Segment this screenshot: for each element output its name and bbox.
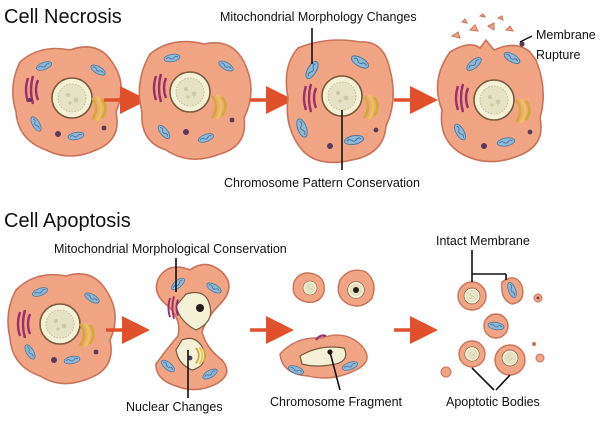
label-intact-membrane: Intact Membrane <box>436 234 530 248</box>
apoptosis-cell-3 <box>279 269 375 379</box>
label-chromosome-conservation: Chromosome Pattern Conservation <box>224 176 420 190</box>
label-apoptotic-bodies: Apoptotic Bodies <box>446 395 540 409</box>
label-chromosome-fragment: Chromosome Fragment <box>270 395 402 409</box>
necrosis-cell-4 <box>436 13 544 163</box>
pointer-membrane-rupture <box>519 35 533 43</box>
label-mito-changes: Mitochondrial Morphology Changes <box>220 10 417 24</box>
label-nuclear-changes: Nuclear Changes <box>126 400 223 414</box>
pointer-chromosome-fragment <box>329 351 341 391</box>
necrosis-cell-1 <box>12 46 122 157</box>
pointer-apoptotic-bodies <box>471 367 511 391</box>
apoptosis-cell-2 <box>155 263 230 391</box>
apoptosis-cell-1 <box>7 273 116 385</box>
apoptosis-title: Cell Apoptosis <box>4 210 131 232</box>
label-membrane-rupture-1: Membrane <box>536 28 596 42</box>
necrosis-cell-2 <box>138 40 252 160</box>
pointer-intact-membrane <box>471 250 507 282</box>
necrosis-title: Cell Necrosis <box>4 6 122 28</box>
necrosis-cell-3 <box>285 39 394 164</box>
apoptotic-bodies <box>440 277 545 378</box>
label-mito-conservation: Mitochondrial Morphological Conservation <box>54 242 287 256</box>
label-membrane-rupture-2: Rupture <box>536 48 581 62</box>
